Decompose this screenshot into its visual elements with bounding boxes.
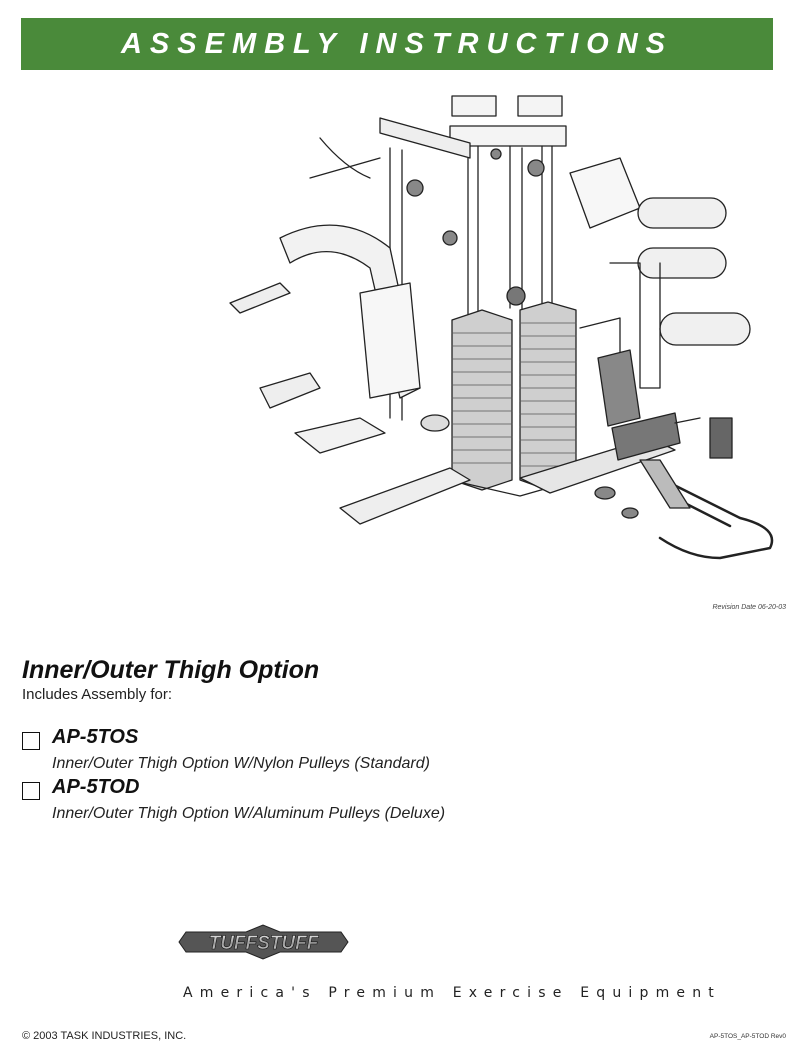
option-model: AP-5TOD — [52, 776, 140, 798]
header-banner: ASSEMBLY INSTRUCTIONS — [21, 18, 773, 70]
gym-illustration — [229, 95, 774, 560]
leg-station — [519, 157, 751, 494]
tuffstuff-logo: TUFFSTUFF — [178, 924, 349, 960]
revision-date: Revision Date 06-20-03 — [712, 604, 786, 611]
weight-stack-tower — [449, 95, 577, 497]
brand-tagline: America's Premium Exercise Equipment — [183, 985, 721, 1001]
logo-text: TUFFSTUFF — [209, 933, 320, 954]
checkbox-icon[interactable] — [22, 732, 40, 750]
document-id: AP-5TOS_AP-5TOD Rev0 — [709, 1033, 786, 1040]
copyright: © 2003 TASK INDUSTRIES, INC. — [22, 1030, 187, 1042]
document-title: Inner/Outer Thigh Option — [22, 656, 320, 684]
document-subtitle: Includes Assembly for: — [22, 686, 173, 703]
option-model: AP-5TOS — [52, 726, 139, 748]
option-description: Inner/Outer Thigh Option W/Nylon Pulleys… — [52, 755, 430, 772]
banner-title: ASSEMBLY INSTRUCTIONS — [120, 27, 673, 60]
checkbox-icon[interactable] — [22, 782, 40, 800]
thigh-attachment — [594, 349, 774, 560]
press-station — [229, 117, 471, 525]
option-description: Inner/Outer Thigh Option W/Aluminum Pull… — [52, 805, 446, 822]
